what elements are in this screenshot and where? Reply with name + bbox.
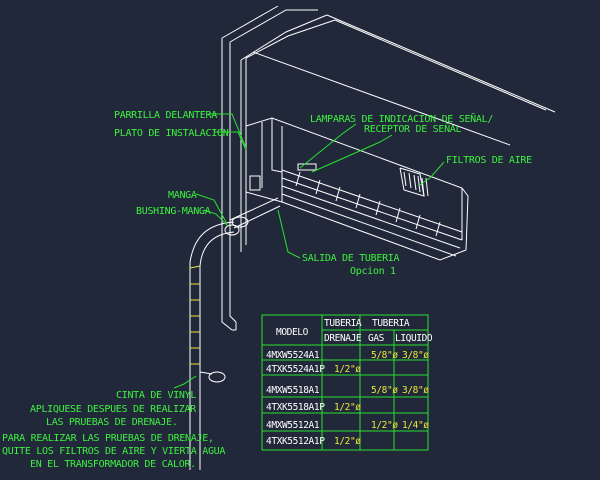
- label-apliquese-2: LAS PRUEBAS DE DRENAJE.: [46, 417, 178, 428]
- row-2-drenaje: 1/2"ø: [334, 364, 361, 375]
- air-filter-detail: [399, 167, 429, 197]
- th-tuberia-gas: TUBERIA: [372, 318, 410, 329]
- th-modelo: MODELO: [276, 327, 309, 338]
- label-apliquese-1: APLIQUESE DESPUES DE REALIZAR: [30, 404, 197, 415]
- label-pruebas-3: EN EL TRANSFORMADOR DE CALOR.: [30, 459, 196, 470]
- label-plato: PLATO DE INSTALACION: [114, 128, 229, 139]
- row-4-drenaje: 1/2"ø: [334, 402, 361, 413]
- row-5-liquido: 1/4"ø: [402, 420, 429, 431]
- row-5-model: 4MXW5512A1: [266, 420, 320, 431]
- label-bushing: BUSHING-MANGA: [136, 206, 211, 217]
- row-3-model: 4MXW5518A1: [266, 385, 320, 396]
- label-salida-2: Opcion 1: [350, 266, 396, 277]
- indicator-lamp: [297, 163, 317, 171]
- spec-table: MODELO TUBERIA DRENAJE TUBERIA GAS LIQUI…: [261, 314, 433, 451]
- label-lamparas-2: RECEPTOR DE SEÑAL: [364, 122, 462, 135]
- side-vent: [249, 175, 261, 191]
- row-6-model: 4TXK5512A1P: [266, 436, 325, 447]
- leader-lines: [173, 113, 445, 389]
- indoor-unit: [245, 117, 469, 261]
- row-1-liquido: 3/8"ø: [402, 350, 429, 361]
- th-drenaje: DRENAJE: [324, 333, 362, 344]
- label-pruebas-2: QUITE LOS FILTROS DE AIRE Y VIERTA AGUA: [2, 446, 225, 457]
- th-tuberia-drenaje: TUBERIA: [324, 318, 362, 329]
- row-3-liquido: 3/8"ø: [402, 385, 429, 396]
- label-cinta: CINTA DE VINYL: [116, 390, 196, 401]
- label-pruebas-1: PARA REALIZAR LAS PRUEBAS DE DRENAJE,: [2, 433, 214, 444]
- th-gas: GAS: [368, 333, 385, 344]
- row-1-gas: 5/8"ø: [371, 350, 398, 361]
- label-salida-1: SALIDA DE TUBERIA: [302, 253, 400, 264]
- row-1-model: 4MXW5524A1: [266, 350, 320, 361]
- label-lamparas-1: LAMPARAS DE INDICACION DE SEÑAL/: [310, 112, 493, 125]
- label-parrilla: PARRILLA DELANTERA: [114, 110, 217, 121]
- label-filtros: FILTROS DE AIRE: [446, 155, 532, 166]
- row-3-gas: 5/8"ø: [371, 385, 398, 396]
- row-2-model: 4TXK5524A1P: [266, 364, 325, 375]
- label-manga: MANGA: [168, 190, 197, 201]
- th-liquido: LIQUIDO: [395, 333, 433, 344]
- row-5-gas: 1/2"ø: [371, 420, 398, 431]
- row-4-model: 4TXK5518A1P: [266, 402, 325, 413]
- row-6-drenaje: 1/2"ø: [334, 436, 361, 447]
- annotations: PARRILLA DELANTERA PLATO DE INSTALACION …: [2, 110, 532, 470]
- wall-structure: [221, 5, 556, 331]
